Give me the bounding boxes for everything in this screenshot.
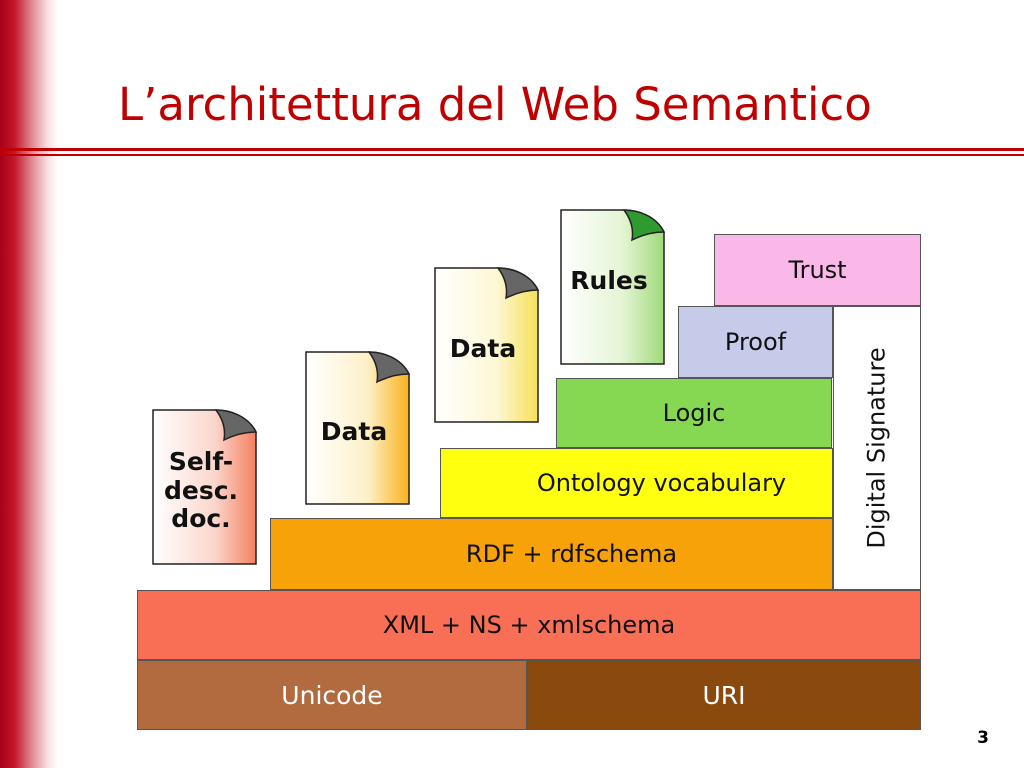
layer-uri: URI — [527, 660, 921, 730]
data-doc-label-1: Data — [320, 416, 388, 446]
title-underline-bottom — [0, 154, 1024, 156]
layer-digital-signature-label: Digital Signature — [863, 347, 891, 549]
layer-trust: Trust — [714, 234, 921, 306]
layer-xml-label: XML + NS + xmlschema — [382, 611, 676, 639]
rules-doc-label: Rules — [570, 265, 648, 295]
layer-unicode: Unicode — [137, 660, 527, 730]
data-doc-icon-1: Data — [305, 348, 411, 506]
layer-ontology: Ontology vocabulary — [440, 448, 833, 518]
layer-xml: XML + NS + xmlschema — [137, 590, 921, 660]
self-desc-doc-label: Self- desc. doc. — [163, 446, 239, 534]
layer-rdf: RDF + rdfschema — [270, 518, 833, 590]
data-doc-icon-2: Data — [434, 264, 540, 424]
layer-rdf-label: RDF + rdfschema — [465, 540, 678, 568]
layer-proof-label: Proof — [724, 328, 787, 356]
side-gradient-bar — [0, 0, 58, 768]
self-desc-doc-icon: Self- desc. doc. — [152, 406, 258, 566]
data-doc-label-2: Data — [449, 333, 517, 363]
layer-uri-label: URI — [702, 680, 746, 710]
slide-title: L’architettura del Web Semantico — [118, 78, 872, 131]
layer-logic: Logic — [556, 378, 832, 448]
layer-ontology-label: Ontology vocabulary — [536, 469, 787, 497]
layer-proof: Proof — [678, 306, 833, 378]
layer-trust-label: Trust — [788, 256, 847, 284]
title-underline-top — [0, 148, 1024, 151]
page-number: 3 — [977, 728, 989, 748]
rules-doc-icon: Rules — [560, 206, 666, 366]
layer-unicode-label: Unicode — [281, 680, 383, 710]
layer-logic-label: Logic — [662, 399, 726, 427]
layer-digital-signature: Digital Signature — [833, 306, 921, 590]
